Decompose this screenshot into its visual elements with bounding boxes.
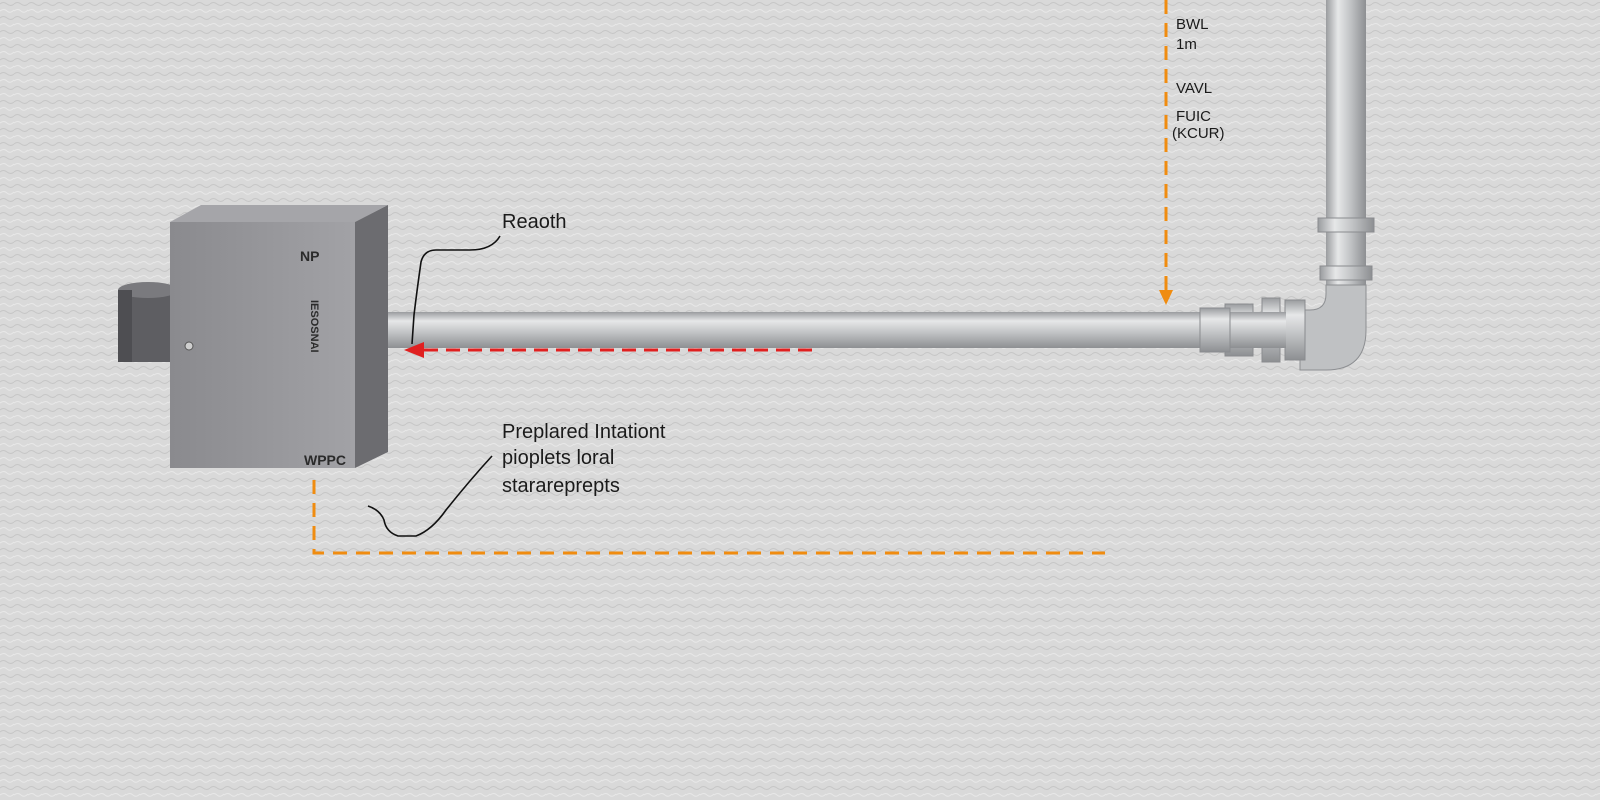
label-prepared-line1: Preplared Intationt bbox=[502, 421, 666, 443]
junction-box bbox=[170, 205, 388, 468]
label-reach: Reaoth bbox=[502, 211, 567, 233]
pipe-coupling bbox=[1199, 307, 1231, 353]
box-code-side: IESOSNAI bbox=[308, 300, 320, 353]
horizontal-pipe bbox=[386, 312, 1286, 348]
label-prepared-line3: starareprepts bbox=[502, 475, 620, 497]
red-arrowhead bbox=[404, 342, 424, 358]
side-cylinder bbox=[118, 282, 178, 362]
leader-line-reach bbox=[411, 235, 501, 345]
box-code-top: NP bbox=[300, 248, 320, 264]
label-prepared-line2: pioplets loral bbox=[502, 447, 615, 469]
label-fuic: FUIC bbox=[1176, 108, 1211, 125]
label-vavl: VAVL bbox=[1176, 80, 1213, 97]
leader-line-prepared bbox=[367, 455, 493, 537]
label-bwl: BWL bbox=[1176, 16, 1209, 33]
vertical-pipe bbox=[1317, 0, 1375, 290]
pipe-elbow bbox=[1299, 284, 1367, 371]
orange-dashed-line-bottom bbox=[312, 480, 1105, 555]
label-1m: 1m bbox=[1176, 36, 1197, 53]
box-code-bottom: WPPC bbox=[304, 452, 346, 468]
orange-arrowhead bbox=[1159, 290, 1173, 305]
label-kcur: (KCUR) bbox=[1172, 125, 1225, 142]
